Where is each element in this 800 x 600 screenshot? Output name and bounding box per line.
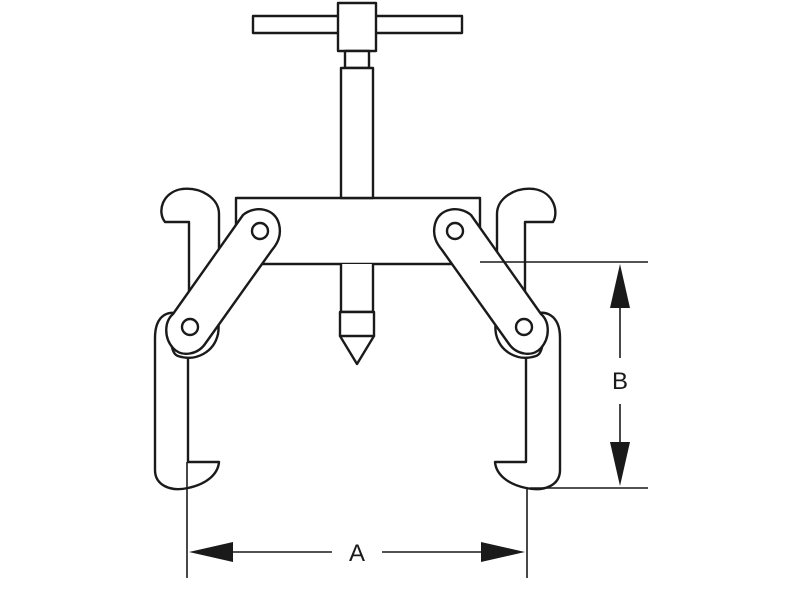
left-jaw (153, 311, 221, 491)
left-link-arm (165, 208, 282, 355)
dim-a-label: A (349, 540, 365, 567)
left-upper-pin (250, 221, 270, 241)
screw-tip (338, 310, 376, 366)
forcing-screw-lower (339, 264, 375, 314)
dim-b-label: B (612, 368, 628, 395)
screw-neck (343, 49, 371, 70)
handle-collar (336, 1, 378, 53)
dim-a-arrow-left (189, 542, 233, 562)
right-upper-pin (445, 221, 465, 241)
right-link-arm (432, 208, 549, 355)
forcing-screw (339, 66, 375, 200)
dim-b-arrow-top (610, 264, 630, 308)
left-lower-pin (180, 317, 200, 337)
dim-a-arrow-right (481, 542, 525, 562)
dim-b-arrow-bottom (610, 442, 630, 486)
right-lower-pin (514, 317, 534, 337)
